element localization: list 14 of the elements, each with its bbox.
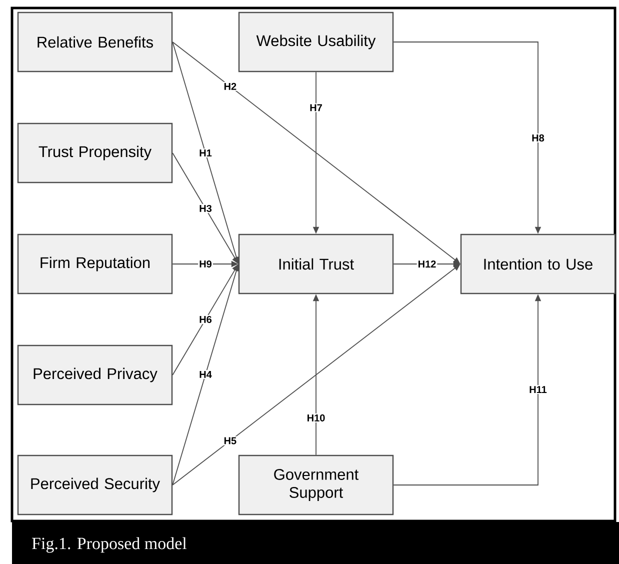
concept-box: Trust Propensity	[17, 122, 173, 184]
caption-bar: Fig.1. Proposed model	[12, 522, 619, 564]
concept-box: Perceived Security	[17, 454, 173, 516]
concept-box: Intention to Use	[460, 234, 616, 294]
concept-box: Firm Reputation	[17, 234, 173, 294]
edge-label: H12	[416, 260, 438, 268]
concept-box: Perceived Privacy	[17, 344, 173, 406]
edge-label: H1	[198, 148, 213, 158]
edge-label: H11	[528, 385, 548, 394]
concept-box: Government Support	[238, 454, 394, 516]
edge-label: H4	[198, 370, 213, 379]
concept-box: Website Usability	[238, 12, 394, 72]
concept-box: Initial Trust	[238, 234, 394, 294]
concept-box: Relative Benefits	[17, 12, 173, 72]
